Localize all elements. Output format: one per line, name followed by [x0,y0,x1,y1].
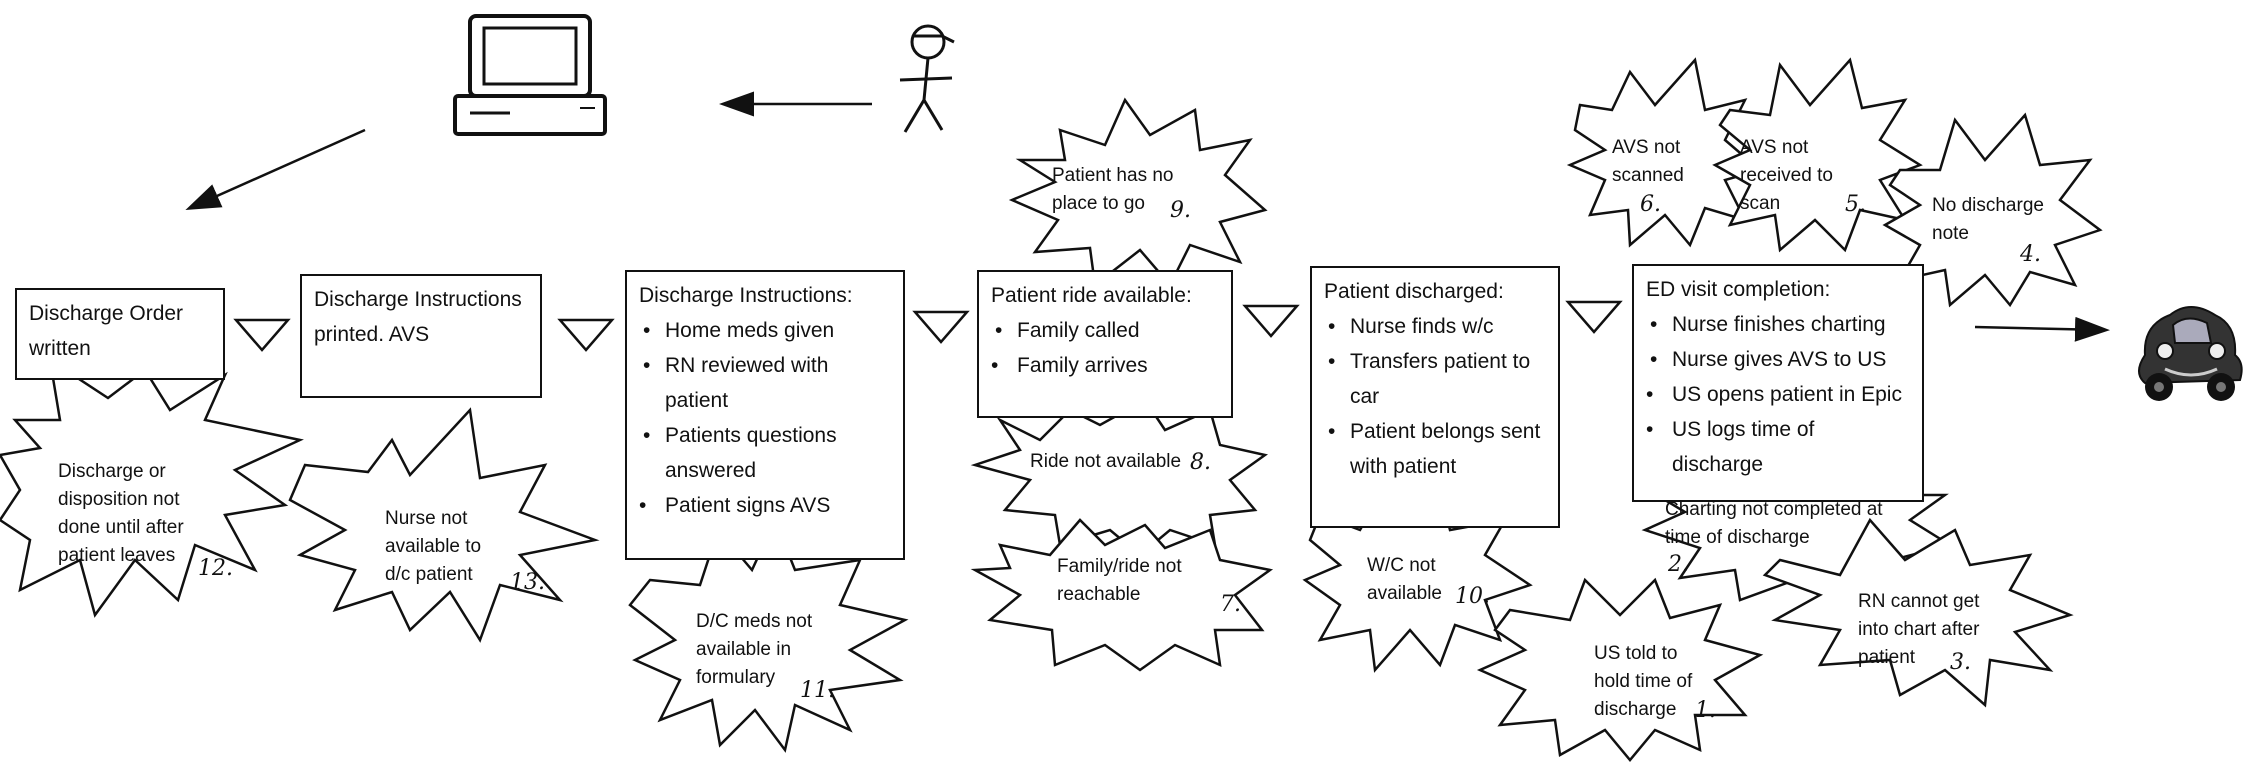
barrier-6-text: AVS not scanned [1612,137,1684,186]
step-title: Discharge Instructions printed. AVS [314,288,522,346]
arrow-computer-to-order [185,128,366,211]
barrier-7-text: Family/ride not reachable [1057,556,1182,605]
step-ride-available: Patient ride available: Family called Fa… [977,270,1233,418]
step-instructions-printed: Discharge Instructions printed. AVS [300,274,542,398]
step-title: Discharge Order written [29,302,184,360]
step-item: Nurse gives AVS to US [1646,342,1910,377]
barrier-burst-4 [1882,112,2103,308]
stick-figure-icon [899,24,955,133]
barrier-11-number: 11. [800,678,835,703]
triangle-icon [1565,300,1623,334]
barrier-burst-13 [288,407,600,643]
barrier-5-text: AVS not received to scan [1740,137,1833,214]
barrier-8-text: Ride not available [1030,451,1182,472]
barrier-9-number: 9. [1170,198,1191,223]
step-patient-discharged: Patient discharged: Nurse finds w/c Tran… [1310,266,1560,528]
triangle-icon [557,318,615,352]
barrier-13-number: 13. [510,570,545,595]
barrier-1-text: US told to hold time of discharge [1594,643,1693,720]
barrier-1-number: 1. [1695,698,1716,723]
barrier-2-text: Charting not completed at time of discha… [1665,499,1883,548]
arrow-to-car [1974,316,2110,342]
step-title: Discharge Instructions: [639,284,853,307]
barrier-burst-6 [1566,57,1763,248]
step-item: Patient signs AVS [639,488,891,523]
triangle-icon [1242,304,1300,338]
barrier-burst-12 [0,357,304,618]
barrier-8-number: 8. [1190,450,1211,475]
step-item: Nurse finishes charting [1646,307,1910,342]
barrier-12-text: Discharge or disposition not done until … [58,461,184,566]
step-item: Patient belongs sent with patient [1324,414,1546,484]
barrier-burst-3 [1762,517,2074,708]
barrier-13-text: Nurse not available to d/c patient [385,508,482,585]
barrier-3-text: RN cannot get into chart after patient [1858,591,1980,668]
barrier-2-number: 2. [1668,552,1689,577]
triangle-icon [233,318,291,352]
barrier-4-number: 4. [2020,242,2041,267]
step-item: Nurse finds w/c [1324,309,1546,344]
step-item: Transfers patient to car [1324,344,1546,414]
step-discharge-instructions: Discharge Instructions: Home meds given … [625,270,905,560]
step-title: Patient ride available: [991,284,1192,307]
step-title: ED visit completion: [1646,278,1831,301]
barrier-9-text: Patient has no place to go [1052,165,1174,214]
barrier-10-number: 10. [1455,584,1490,609]
step-item: RN reviewed with patient [639,348,891,418]
barrier-5-number: 5. [1845,192,1866,217]
barrier-12-number: 12. [198,556,233,581]
barrier-burst-7 [970,518,1274,672]
barrier-7-number: 7. [1220,592,1241,617]
step-ed-visit-completion: ED visit completion: Nurse finishes char… [1632,264,1924,502]
step-item: Patients questions answered [639,418,891,488]
barrier-burst-1 [1476,577,1764,762]
barrier-burst-9 [1008,97,1268,288]
barrier-burst-5 [1712,57,1923,253]
step-item: Home meds given [639,313,891,348]
step-item: US logs time of discharge [1646,412,1910,482]
barrier-6-number: 6. [1640,192,1661,217]
barrier-10-text: W/C not available [1367,555,1442,604]
car-icon [2138,306,2243,401]
computer-icon [453,14,607,136]
barrier-4-text: No discharge note [1932,195,2044,244]
step-item: Family arrives [991,348,1219,383]
step-item: Family called [991,313,1219,348]
step-discharge-order: Discharge Order written [15,288,225,380]
step-title: Patient discharged: [1324,280,1504,303]
triangle-icon [912,310,970,344]
barrier-burst-8 [970,398,1269,557]
step-item: US opens patient in Epic [1646,377,1910,412]
barrier-3-number: 3. [1950,650,1971,675]
barrier-11-text: D/C meds not available in formulary [696,611,813,688]
